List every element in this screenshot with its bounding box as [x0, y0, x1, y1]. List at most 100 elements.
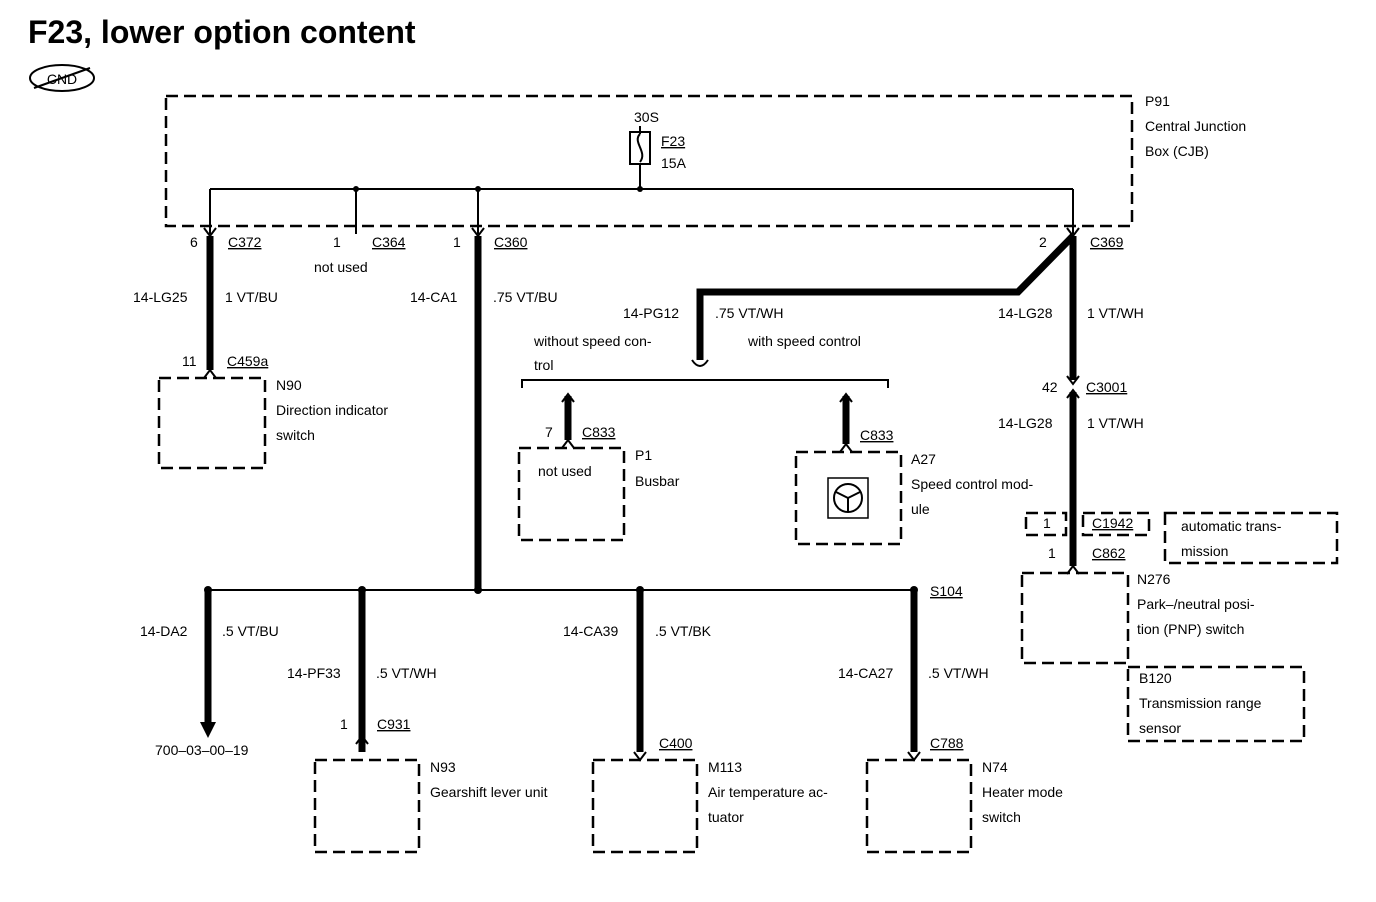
option-brace: [521, 379, 889, 388]
c372-name: C372: [228, 234, 262, 250]
n90-id: N90: [276, 377, 302, 393]
steering-wheel-icon: [827, 477, 869, 519]
cnd-badge-label: CND: [47, 71, 77, 87]
c833b-name: C833: [860, 427, 894, 443]
n276-line1: Park–/neutral posi-: [1137, 596, 1255, 612]
fuse-rating: 15A: [661, 155, 687, 171]
n93-name: Gearshift lever unit: [430, 784, 548, 800]
wire-lg28b-code: 14-LG28: [998, 415, 1053, 431]
c372-pin: 6: [190, 234, 198, 250]
c833a-pin: 7: [545, 424, 553, 440]
m113-id: M113: [708, 759, 742, 775]
c364-pin: 1: [333, 234, 341, 250]
cjb-name-line1: Central Junction: [1145, 118, 1246, 134]
option-split-symbol: [691, 359, 709, 367]
wire-lg28a-color: 1 VT/WH: [1087, 305, 1144, 321]
m113-line1: Air temperature ac-: [708, 784, 828, 800]
a27-id: A27: [911, 451, 936, 467]
connector-symbol: [561, 438, 575, 449]
c788-name: C788: [930, 735, 964, 751]
p1-name: Busbar: [635, 473, 680, 489]
connector-symbol: [561, 392, 575, 403]
page-title: F23, lower option content: [28, 14, 416, 50]
c862-name: C862: [1092, 545, 1126, 561]
autotrans-box: [1163, 511, 1339, 565]
n74-id: N74: [982, 759, 1008, 775]
b120-line1: Transmission range: [1139, 695, 1262, 711]
wire-lg28a-code: 14-LG28: [998, 305, 1053, 321]
b120-line2: sensor: [1139, 720, 1181, 736]
connector-symbol: [1066, 388, 1080, 399]
connector-symbol: [1066, 564, 1080, 575]
autotrans-line2: mission: [1181, 543, 1228, 559]
c369-name: C369: [1090, 234, 1124, 250]
cjb-name-line2: Box (CJB): [1145, 143, 1209, 159]
wire-pf33-color: .5 VT/WH: [376, 665, 437, 681]
n276-box: [1020, 571, 1130, 665]
wire-lg25-color: 1 VT/BU: [225, 289, 278, 305]
a27-line1: Speed control mod-: [911, 476, 1034, 492]
p1-id: P1: [635, 447, 652, 463]
wire-da2-color: .5 VT/BU: [222, 623, 279, 639]
p1-box: [517, 446, 626, 542]
c1942-name: C1942: [1092, 515, 1133, 531]
cjb-id: P91: [1145, 93, 1170, 109]
s104-name: S104: [930, 583, 963, 599]
wire-pg12: [696, 233, 1076, 360]
wire-ca39-code: 14-CA39: [563, 623, 618, 639]
m113-box: [591, 758, 699, 854]
reference-number: 700–03–00–19: [155, 742, 249, 758]
b120-id: B120: [1139, 670, 1172, 686]
connector-symbol: [203, 368, 217, 379]
c364-name: C364: [372, 234, 406, 250]
c459a-name: C459a: [227, 353, 268, 369]
wire-ca27-color: .5 VT/WH: [928, 665, 989, 681]
option-without-line2: trol: [534, 357, 553, 373]
n93-id: N93: [430, 759, 456, 775]
cjb-box: [164, 94, 1134, 228]
n90-line1: Direction indicator: [276, 402, 388, 418]
wire-ca1-code: 14-CA1: [410, 289, 458, 305]
n90-line2: switch: [276, 427, 315, 443]
connector-symbol: [839, 392, 853, 403]
wire-pf33-code: 14-PF33: [287, 665, 341, 681]
option-with: with speed control: [747, 333, 861, 349]
c931-pin: 1: [340, 716, 348, 732]
c1942-box: [1081, 511, 1151, 537]
c459a-pin: 11: [182, 353, 197, 369]
wire-ca27-code: 14-CA27: [838, 665, 893, 681]
a27-box: [794, 450, 903, 546]
autotrans-line1: automatic trans-: [1181, 518, 1282, 534]
fuse-supply: 30S: [634, 109, 659, 125]
n90-box: [157, 376, 267, 470]
option-without-line1: without speed con-: [533, 333, 652, 349]
fuse-id: F23: [661, 133, 685, 149]
connector-symbol: [839, 442, 853, 453]
c400-name: C400: [659, 735, 693, 751]
c360-name: C360: [494, 234, 528, 250]
n74-line2: switch: [982, 809, 1021, 825]
c3001-name: C3001: [1086, 379, 1127, 395]
splice-dot: [474, 586, 482, 594]
n93-box: [313, 758, 421, 854]
c931-name: C931: [377, 716, 411, 732]
connector-symbol: [1066, 375, 1080, 386]
wire-ca1-color: .75 VT/BU: [493, 289, 558, 305]
wire-ca39-color: .5 VT/BK: [655, 623, 712, 639]
c369-pin: 2: [1039, 234, 1047, 250]
arrow-down-icon: [200, 722, 216, 738]
n74-line1: Heater mode: [982, 784, 1063, 800]
a27-line2: ule: [911, 501, 930, 517]
c1942-pin-box: [1024, 511, 1068, 537]
c1942-pin: 1: [1043, 515, 1051, 531]
c3001-pin: 42: [1042, 379, 1058, 395]
wire-pg12-code: 14-PG12: [623, 305, 679, 321]
wire-lg25-code: 14-LG25: [133, 289, 188, 305]
wire-da2-code: 14-DA2: [140, 623, 188, 639]
connector-symbol: [355, 734, 369, 745]
splice-dot: [637, 186, 643, 192]
c833a-name: C833: [582, 424, 616, 440]
p1-inner: not used: [538, 463, 592, 479]
n276-line2: tion (PNP) switch: [1137, 621, 1244, 637]
